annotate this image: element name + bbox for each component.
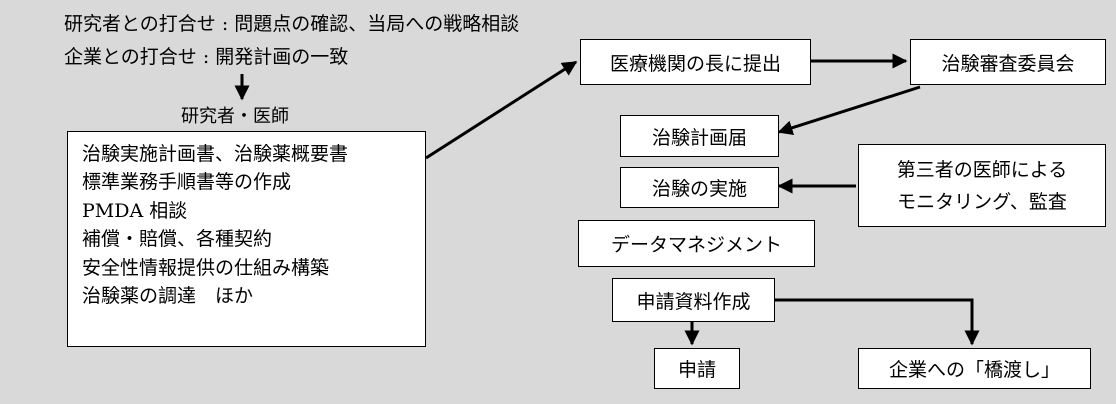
task-item: PMDA 相談	[82, 199, 188, 222]
researcher-task-box: 治験実施計画書、治験薬概要書 標準業務手順書等の作成 PMDA 相談 補償・賠償…	[67, 131, 426, 347]
data-management-box: データマネジメント	[578, 220, 815, 267]
irb-box: 治験審査委員会	[910, 39, 1106, 85]
conduct-box: 治験の実施	[620, 167, 779, 208]
arrow-docs-to-handover	[775, 298, 980, 346]
meeting-with-researchers: 研究者との打合せ : 問題点の確認、当局への戦略相談	[64, 13, 520, 35]
notification-box: 治験計画届	[620, 115, 779, 157]
meeting-with-company: 企業との打合せ : 開発計画の一致	[64, 46, 349, 68]
task-item: 標準業務手順書等の作成	[82, 171, 292, 194]
monitoring-box: 第三者の医師による モニタリング、監査	[858, 144, 1106, 227]
application-docs-box: 申請資料作成	[612, 278, 775, 322]
task-item: 治験薬の調達 ほか	[82, 285, 254, 308]
monitoring-line2: モニタリング、監査	[897, 190, 1067, 213]
task-item: 補償・賠償、各種契約	[82, 228, 273, 251]
task-item: 安全性情報提供の仕組み構築	[82, 256, 330, 279]
researcher-label: 研究者・医師	[181, 106, 289, 127]
monitoring-line1: 第三者の医師による	[896, 158, 1068, 181]
application-box: 申請	[654, 348, 740, 389]
submit-to-head-box: 医療機関の長に提出	[580, 39, 811, 85]
arrow-irb-to-notification	[777, 85, 921, 136]
arrow-list-to-submit	[425, 60, 578, 160]
handover-box: 企業への「橋渡し」	[858, 348, 1091, 389]
task-item: 治験実施計画書、治験薬概要書	[82, 143, 349, 165]
